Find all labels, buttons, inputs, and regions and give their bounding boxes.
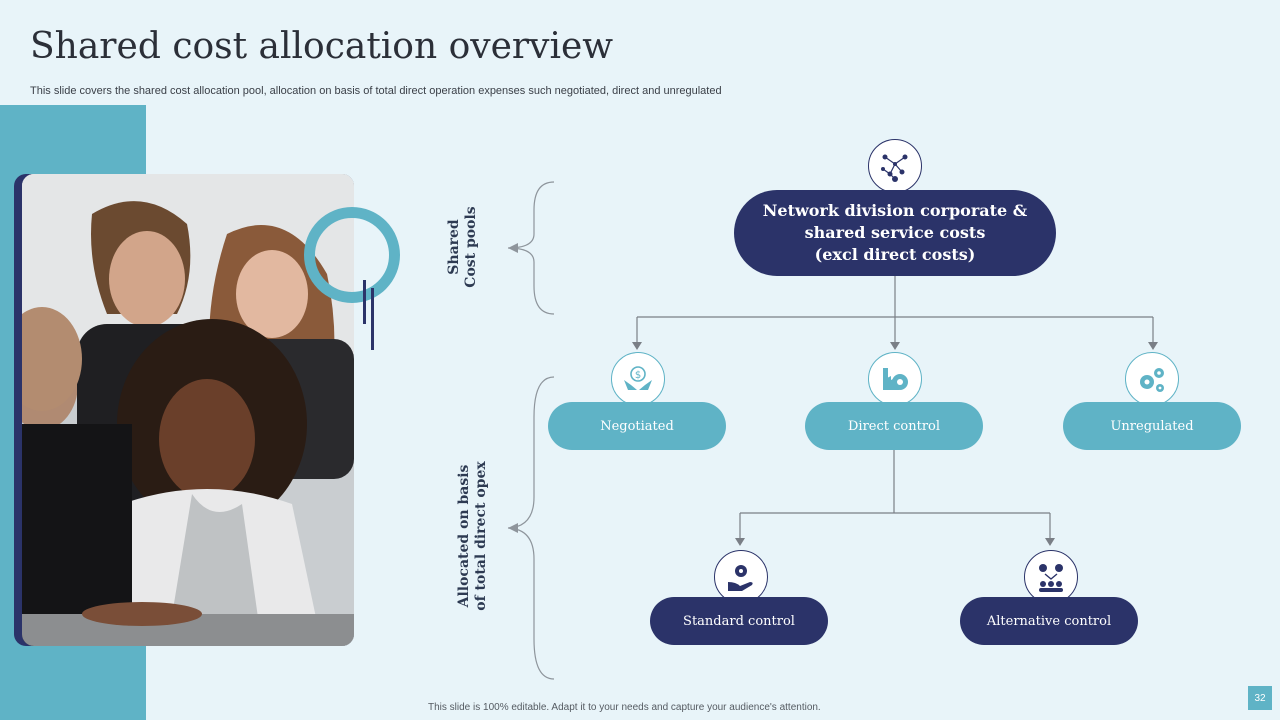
network-icon	[868, 139, 922, 193]
node-standard-control: Standard control	[650, 597, 828, 645]
group-photo	[22, 174, 354, 646]
svg-text:$: $	[635, 370, 641, 381]
gear-hand-icon	[714, 550, 768, 604]
factory-gear-icon	[868, 352, 922, 406]
decorative-line	[363, 280, 366, 324]
node-unregulated: Unregulated	[1063, 402, 1241, 450]
decorative-ring	[304, 207, 400, 303]
money-hands-icon: $	[611, 352, 665, 406]
decorative-line	[371, 288, 374, 350]
slide-footer: This slide is 100% editable. Adapt it to…	[428, 702, 821, 713]
brace-shared-pools	[507, 181, 555, 315]
root-node-network-costs: Network division corporate & shared serv…	[734, 190, 1056, 276]
page-number: 32	[1248, 686, 1272, 710]
node-alternative-control: Alternative control	[960, 597, 1138, 645]
brace-allocated	[507, 376, 555, 680]
node-negotiated: Negotiated	[548, 402, 726, 450]
gears-icon	[1125, 352, 1179, 406]
slide-title: Shared cost allocation overview	[30, 26, 614, 67]
node-direct-control: Direct control	[805, 402, 983, 450]
team-gears-icon	[1024, 550, 1078, 604]
slide-subtitle: This slide covers the shared cost alloca…	[30, 85, 722, 97]
